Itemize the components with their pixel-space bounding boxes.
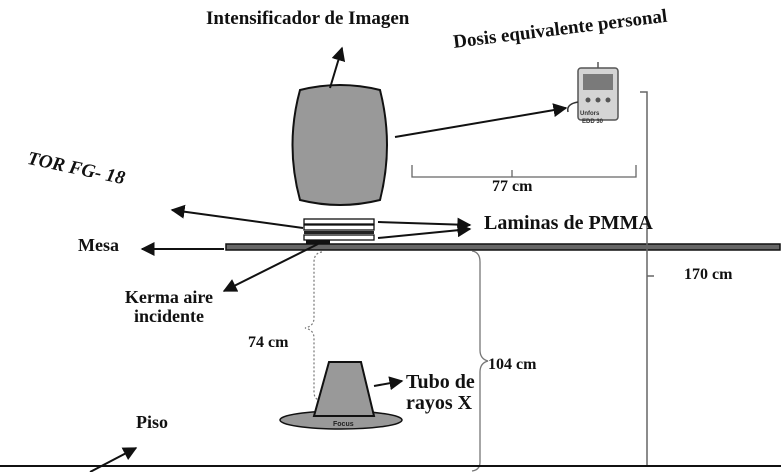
tube-table-distance-brace [304, 251, 323, 402]
dosimeter-arrow [394, 103, 568, 138]
kerma-label-line2: incidente [134, 305, 204, 326]
floor-arrow [89, 447, 138, 472]
kerma-arrow [222, 243, 319, 292]
tube-height-label: 104 cm [488, 356, 537, 373]
tor-fg18-object [306, 240, 330, 244]
kerma-label-line1: Kerma aire [124, 287, 214, 307]
pmma-plates [303, 218, 375, 241]
tor-arrow [170, 204, 304, 229]
total-height-label: 170 cm [684, 266, 733, 283]
intensifier-label: Intensificador de Imagen [206, 8, 410, 29]
total-height-bracket [640, 91, 654, 467]
pmma-arrow-1 [377, 217, 472, 232]
table-shape [225, 243, 781, 251]
dosimeter-distance-bracket [411, 165, 637, 178]
tube-label-line2: rayos X [406, 392, 473, 414]
tube-arrow [373, 376, 404, 391]
personal-dosimeter-device [566, 62, 619, 121]
focus-label: Focus [333, 421, 354, 428]
xray-tube [279, 361, 403, 430]
tube-label-line1: Tubo de [406, 371, 475, 393]
dosimeter-model-text: EDD 30 [582, 119, 604, 125]
image-intensifier-shape [291, 84, 388, 206]
kerma-label: Kerma aire incidente [104, 288, 234, 326]
table-label: Mesa [78, 235, 119, 255]
intensifier-label-arrow [329, 46, 346, 89]
floor-label: Piso [136, 412, 169, 432]
pmma-arrow-2 [377, 223, 472, 239]
tube-label: Tubo de rayos X [406, 372, 475, 414]
pmma-label: Laminas de PMMA [484, 212, 653, 234]
tube-table-distance-label: 74 cm [248, 334, 289, 351]
tube-height-brace [471, 250, 489, 472]
dosimeter-brand-text: Unfors [580, 111, 600, 117]
dosimeter-distance-label: 77 cm [492, 178, 533, 195]
